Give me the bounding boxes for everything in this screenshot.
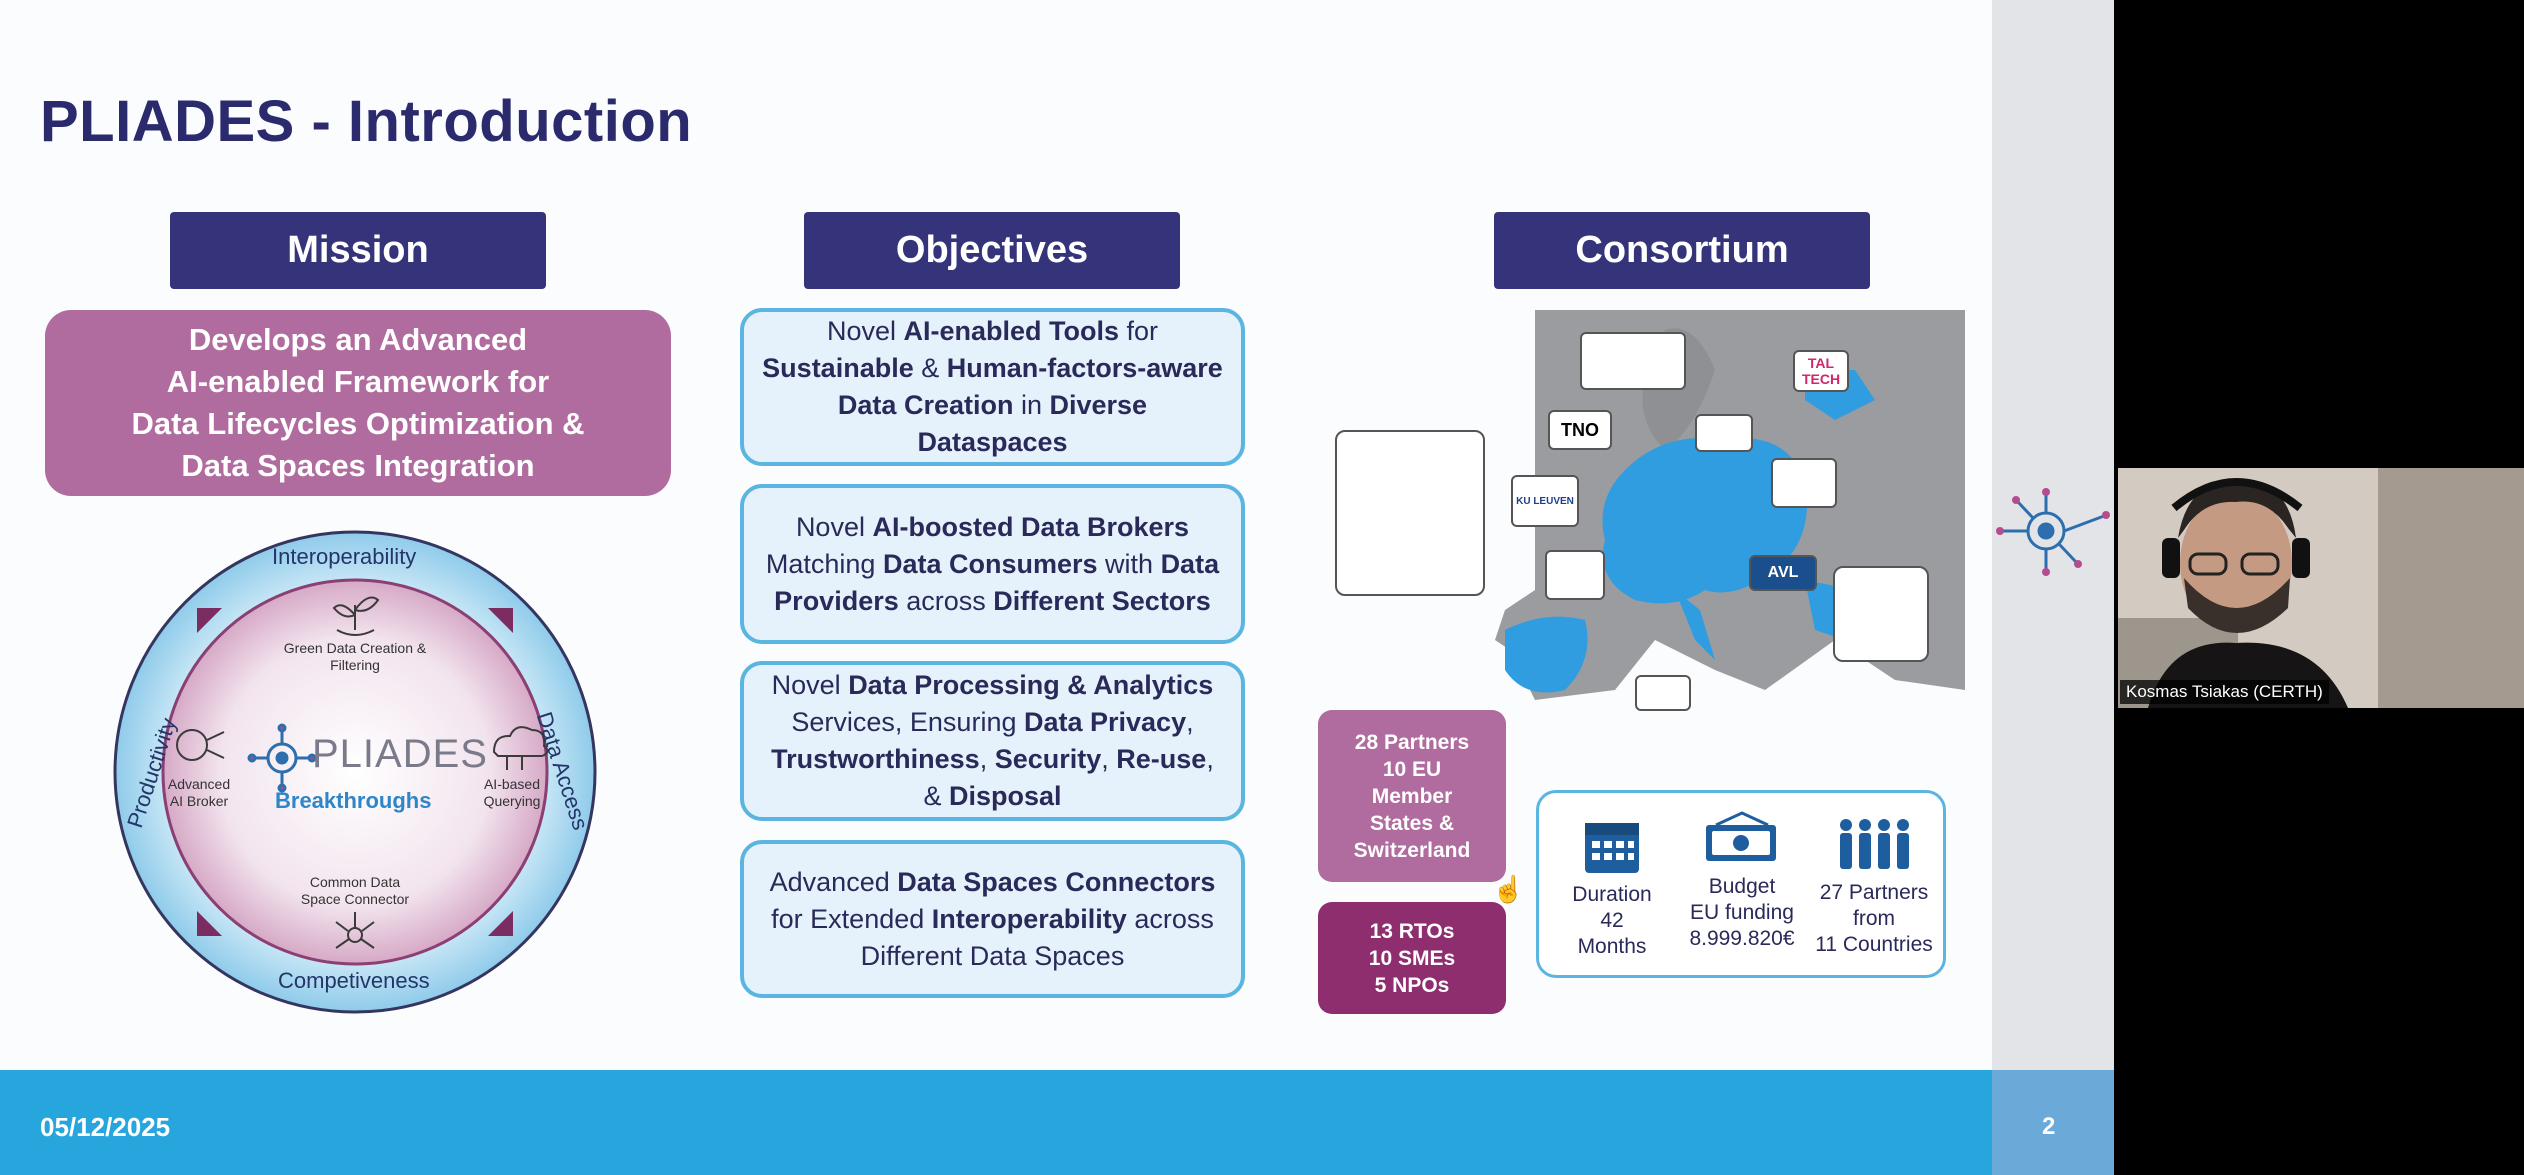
duration-unit: Months [1577, 935, 1647, 958]
objective-2: Novel AI-boosted Data Brokers Matching D… [740, 484, 1245, 644]
budget-stat: Budget EU funding 8.999.820€ [1677, 793, 1807, 981]
network-icon [335, 912, 375, 949]
taltech-logo: TAL TECH [1793, 350, 1849, 392]
objective-1: Novel AI-enabled Tools for Sustainable &… [740, 308, 1245, 466]
kuleuven-logo: KU LEUVEN [1511, 475, 1579, 527]
objective-text: Novel Data Processing & Analytics Servic… [771, 670, 1214, 811]
webcam-feed-graphic [2118, 468, 2524, 708]
mission-line: Develops an Advanced [188, 322, 528, 357]
duration-value: 42 [1600, 909, 1624, 932]
slide-title: PLIADES - Introduction [40, 89, 693, 154]
pliades-logo-icon [247, 723, 317, 793]
partners-stat-from: from [1853, 907, 1895, 930]
ai-broker-icon [176, 729, 225, 761]
partner-type-line: 10 SMEs [1368, 946, 1456, 970]
breakthroughs-wheel: Interoperability Competiveness Productiv… [112, 530, 598, 1014]
consortium-header: Consortium [1494, 212, 1870, 289]
partner-logo-card [1695, 414, 1753, 452]
arrow-icon [197, 608, 222, 633]
partners-stat-count: 27 Partners [1819, 881, 1929, 904]
budget-sublabel: EU funding [1690, 901, 1794, 924]
partner-type-line: 13 RTOs [1369, 919, 1455, 943]
money-icon [1706, 811, 1776, 861]
mission-line: AI-enabled Framework for [166, 364, 550, 399]
partners-line: 10 EU [1382, 757, 1442, 781]
slide-footer [0, 1070, 1992, 1175]
objectives-header: Objectives [804, 212, 1180, 289]
tno-logo: TNO [1548, 410, 1612, 450]
partners-line: States & [1369, 811, 1455, 835]
wheel-center-title: PLIADES [312, 732, 488, 776]
footer-date: 05/12/2025 [40, 1112, 171, 1142]
pliades-network-icon [1996, 488, 2110, 576]
wheel-center-subtitle: Breakthroughs [275, 788, 432, 813]
partner-logo-card [1545, 550, 1605, 600]
partner-logos-card [1833, 566, 1929, 662]
budget-value: 8.999.820€ [1689, 927, 1795, 950]
wheel-bottom-label: Competiveness [278, 968, 430, 993]
calendar-icon [1585, 823, 1639, 873]
partners-line: Member [1371, 784, 1453, 808]
arrow-icon [197, 911, 222, 936]
objective-text: Novel AI-enabled Tools for Sustainable &… [762, 316, 1223, 457]
objective-3: Novel Data Processing & Analytics Servic… [740, 661, 1245, 821]
wheel-item-green: Green Data Creation & Filtering [283, 640, 427, 673]
objective-text: Advanced Data Spaces Connectors for Exte… [769, 866, 1216, 971]
wheel-graphic [113, 530, 597, 1014]
partners-line: Switzerland [1353, 838, 1471, 862]
people-group-icon [1840, 819, 1909, 869]
partner-types-box: 13 RTOs 10 SMEs 5 NPOs [1318, 902, 1506, 1014]
wheel-item-query: AI-based Querying [483, 776, 541, 809]
partner-logo-card [1580, 332, 1686, 390]
wheel-top-label: Interoperability [272, 544, 417, 569]
arrow-icon [488, 911, 513, 936]
webcam-video[interactable] [2118, 468, 2524, 708]
wheel-item-broker: Advanced AI Broker [167, 776, 231, 809]
wheel-item-connector: Common Data Space Connector [300, 874, 410, 907]
slide-margin-strip-bottom [1992, 1070, 2114, 1175]
partners-stat: 27 Partners from 11 Countries [1809, 793, 1939, 981]
project-stats-card: Duration 42 Months Budget EU funding 8.9… [1536, 790, 1946, 978]
partner-logos-card [1335, 430, 1485, 596]
budget-label: Budget [1708, 875, 1776, 898]
mission-statement: Develops an Advanced AI-enabled Framewor… [45, 310, 671, 496]
webcam-name-label: Kosmas Tsiakas (CERTH) [2120, 680, 2329, 704]
objective-text: Novel AI-boosted Data Brokers Matching D… [765, 511, 1220, 616]
mission-line: Data Spaces Integration [181, 448, 535, 483]
partner-type-line: 5 NPOs [1374, 973, 1450, 997]
partners-count-box: 28 Partners 10 EU Member States & Switze… [1318, 710, 1506, 882]
hand-cursor-icon: ☝ [1492, 874, 1525, 904]
arrow-icon [488, 608, 513, 633]
mission-header: Mission [170, 212, 546, 289]
partner-logo-card [1635, 675, 1691, 711]
page-number: 2 [2042, 1113, 2056, 1140]
partners-stat-countries: 11 Countries [1815, 933, 1933, 956]
duration-label: Duration [1572, 883, 1652, 906]
avl-logo: AVL [1749, 555, 1817, 591]
partner-logo-card [1771, 458, 1837, 508]
cloud-icon [492, 726, 549, 770]
objective-4: Advanced Data Spaces Connectors for Exte… [740, 840, 1245, 998]
presentation-slide: PLIADES - Introduction Mission Objective… [0, 0, 1992, 1175]
partners-line: 28 Partners [1354, 730, 1470, 754]
consortium-map: TNO TAL TECH KU LEUVEN AVL [1335, 310, 1965, 711]
plant-icon [332, 596, 380, 636]
mission-line: Data Lifecycles Optimization & [131, 406, 585, 441]
duration-stat: Duration 42 Months [1547, 793, 1677, 981]
